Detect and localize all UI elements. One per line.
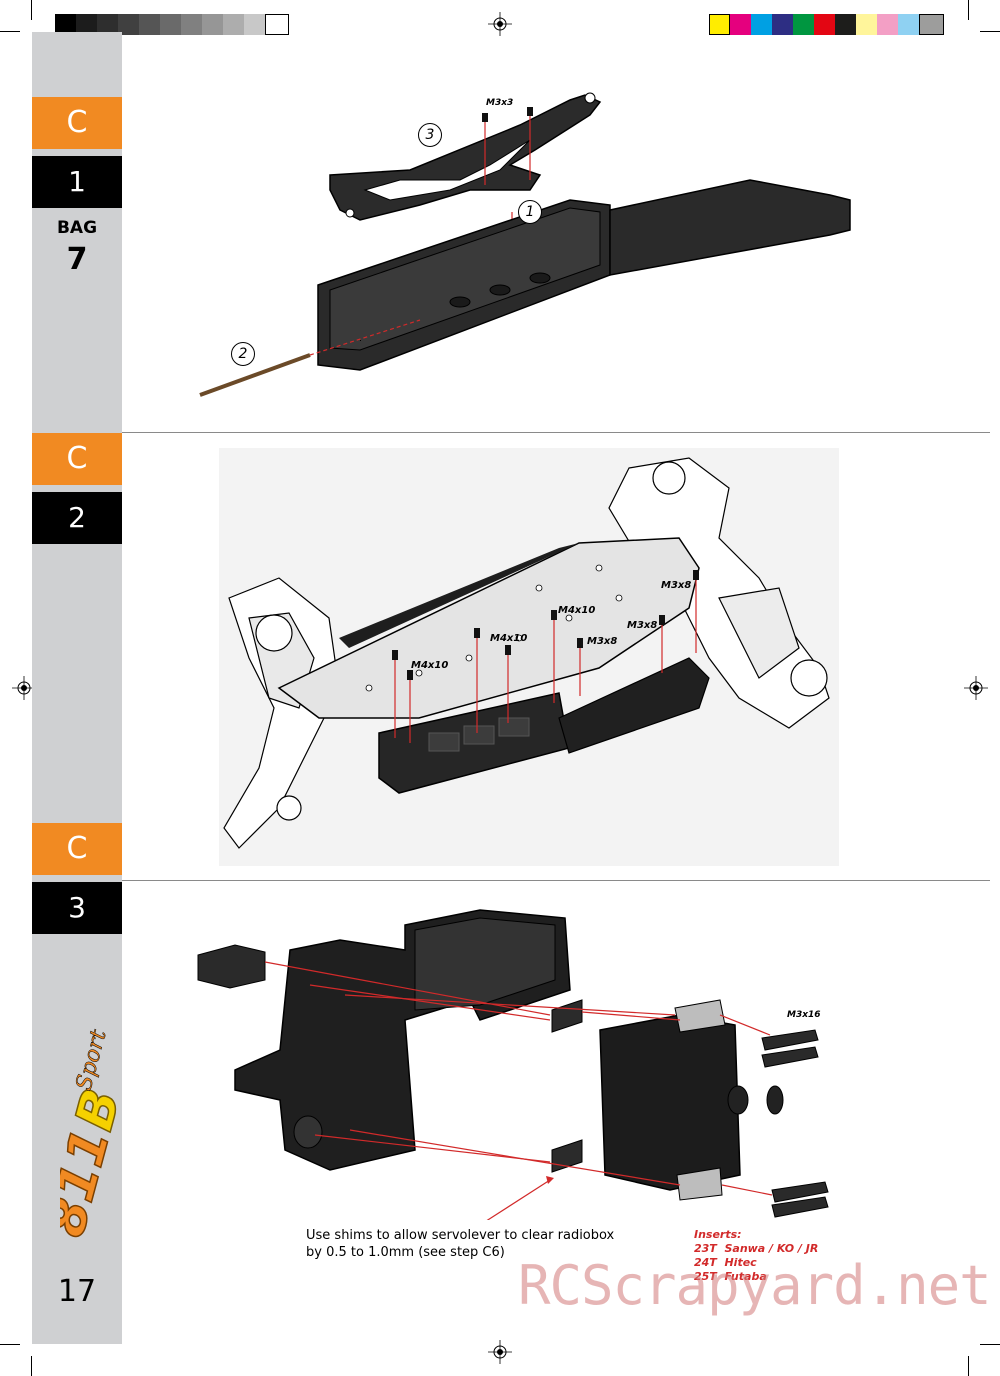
- screw-label-m3x3: M3x3: [486, 98, 514, 108]
- registration-mark-top: [488, 12, 512, 36]
- step-c2-number: 2: [32, 492, 122, 544]
- callout-1: 1: [518, 200, 542, 224]
- label-m3x8-top: M3x8: [661, 580, 692, 591]
- step-c1-number: 1: [32, 156, 122, 208]
- callout-3: 3: [418, 123, 442, 147]
- crop-mark-bottom-left: [31, 1356, 32, 1376]
- brand-logo: 811 B Sport: [60, 1027, 130, 1244]
- crop-mark-right-bottom: [980, 1344, 1000, 1345]
- section-divider-c1: [122, 432, 990, 433]
- inserts-line: 24T Hitec: [694, 1256, 757, 1269]
- crop-mark-right-top: [980, 31, 1000, 32]
- brace-plate: [329, 94, 602, 221]
- sidebar: [32, 32, 122, 1344]
- inserts-title: Inserts:: [694, 1228, 742, 1241]
- step-c1-illustration: [199, 92, 851, 397]
- crop-mark-left-bottom: [0, 1344, 20, 1345]
- label-m3x8-middle: M3x8: [627, 620, 658, 631]
- svg-text:811: 811: [60, 1123, 122, 1243]
- step-c3-number: 3: [32, 882, 122, 934]
- page-number: 17: [57, 1274, 97, 1309]
- watermark: RCScrapyard.net: [518, 1254, 992, 1317]
- step-c3-letter: C: [32, 823, 122, 875]
- label-m4x10-top: M4x10: [558, 605, 596, 616]
- callout-2: 2: [231, 342, 255, 366]
- step-c2-letter: C: [32, 433, 122, 485]
- step-c1-letter: C: [32, 97, 122, 149]
- label-m4x10-left: M4x10: [411, 660, 449, 671]
- crop-mark-top-left: [31, 0, 32, 20]
- shim-note: Use shims to allow servolever to clear r…: [306, 1227, 666, 1261]
- inserts-line: 25T Futaba: [694, 1270, 767, 1283]
- section-divider-c2: [122, 880, 990, 881]
- step-c2-illustration: [223, 457, 830, 849]
- inserts-line: 23T Sanwa / KO / JR: [694, 1242, 819, 1255]
- crop-mark-top-right: [968, 0, 969, 20]
- shim-note-line2: by 0.5 to 1.0mm (see step C6): [306, 1245, 505, 1260]
- bag-number: 7: [66, 242, 88, 277]
- svg-text:Sport: Sport: [72, 1027, 112, 1093]
- crop-mark-bottom-right: [968, 1356, 969, 1376]
- bag-label: BAG: [56, 218, 98, 238]
- label-m4x10-middle: M4x10: [490, 633, 528, 644]
- crop-mark-left-top: [0, 31, 20, 32]
- inserts-list: Inserts: 23T Sanwa / KO / JR 24T Hitec 2…: [694, 1228, 818, 1284]
- screw-label-m3x16: M3x16: [787, 1010, 821, 1020]
- registration-mark-right: [964, 676, 988, 700]
- registration-mark-bottom: [488, 1340, 512, 1364]
- shim-note-line1: Use shims to allow servolever to clear r…: [306, 1228, 615, 1243]
- label-m3x8-lower: M3x8: [587, 636, 618, 647]
- step-c3-illustration: [197, 909, 829, 1220]
